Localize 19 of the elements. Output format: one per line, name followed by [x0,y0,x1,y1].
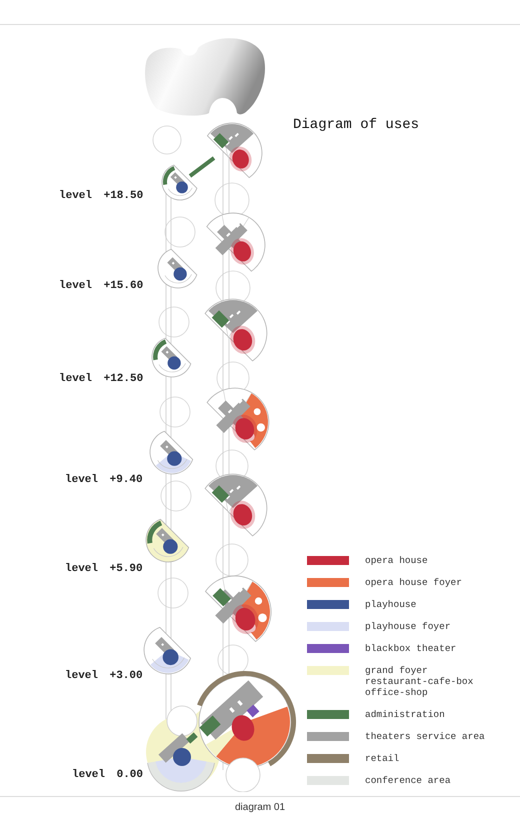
figure-caption: diagram 01 [235,802,286,814]
legend-label: playhouse foyer [365,621,451,632]
legend-label: retail [365,753,400,764]
legend-label: opera house foyer [365,577,462,588]
legend-label: conference area [365,775,451,786]
level-label: level +9.40 [65,474,143,487]
level-label: level 0.00 [72,769,144,782]
legend-label: blackbox theater [365,643,456,654]
legend-label: theaters service area [365,731,485,742]
legend-label: playhouse [365,599,416,610]
level-label: level +15.60 [59,280,144,293]
legend-label: opera house [365,555,428,566]
level-label: level +5.90 [65,563,143,576]
legend-label: administration [365,709,445,720]
level-label: level +12.50 [59,373,144,386]
level-label: level +3.00 [65,670,143,683]
diagram-title: Diagram of uses [293,117,420,133]
level-label: level +18.50 [59,190,144,203]
legend-label: grand foyer restaurant-cafe-box office-shop [365,665,474,698]
